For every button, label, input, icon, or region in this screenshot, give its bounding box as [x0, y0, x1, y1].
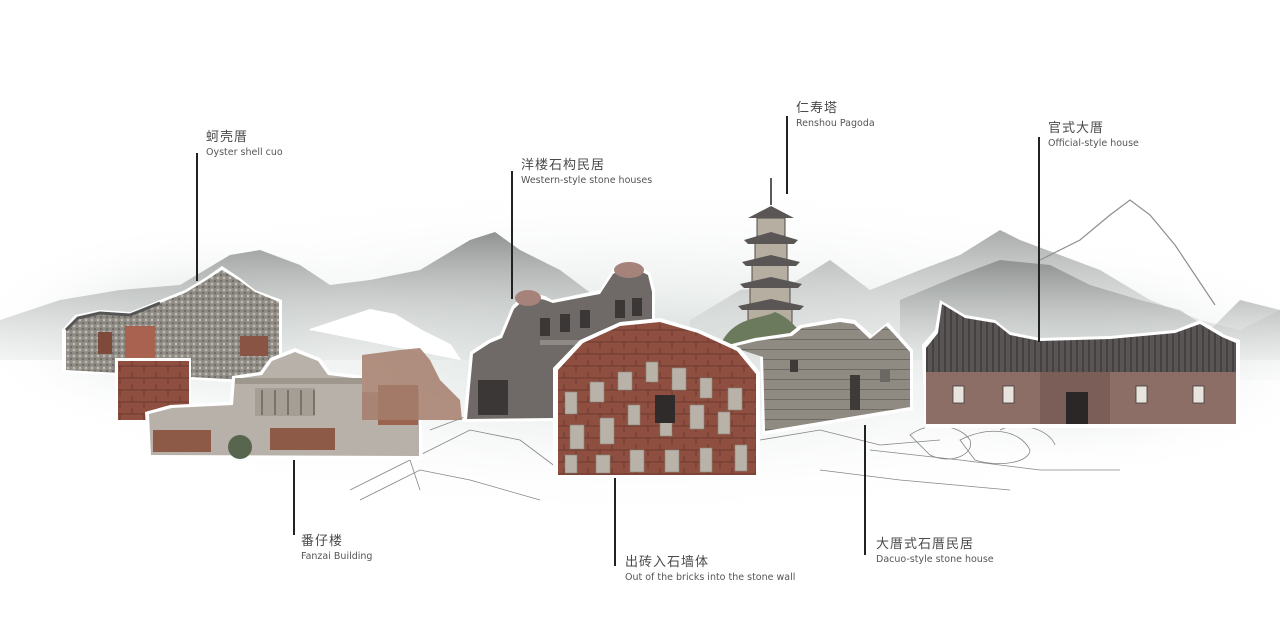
label-fanzai-building: 番仔楼 Fanzai Building: [301, 534, 372, 563]
label-renshou-pagoda: 仁寿塔 Renshou Pagoda: [796, 101, 875, 130]
official-style-house-photo: [922, 300, 1240, 428]
label-brick-stone-wall: 出砖入石墙体 Out of the bricks into the stone …: [625, 555, 795, 584]
label-dacuo-style-stone-house: 大厝式石厝民居 Dacuo-style stone house: [876, 537, 994, 566]
label-en: Official-style house: [1048, 138, 1139, 149]
label-en: Western-style stone houses: [521, 175, 653, 186]
leader-line-oyster: [196, 153, 198, 281]
label-en: Renshou Pagoda: [796, 118, 875, 129]
fanzai-building-photo: [145, 348, 423, 460]
label-en: Dacuo-style stone house: [876, 554, 994, 565]
label-zh: 番仔楼: [301, 534, 344, 549]
label-en: Oyster shell cuo: [206, 147, 283, 158]
label-zh: 出砖入石墙体: [625, 555, 710, 570]
leader-line-dacuo: [864, 425, 866, 555]
label-zh: 仁寿塔: [796, 101, 839, 116]
dacuo-style-stone-house-photo: [728, 318, 913, 435]
label-en: Out of the bricks into the stone wall: [625, 572, 796, 583]
leader-line-pagoda: [786, 116, 788, 194]
label-western-style-stone-houses: 洋楼石构民居 Western-style stone houses: [521, 158, 652, 187]
oyster-shell-house-photo: [62, 266, 282, 385]
label-zh: 蚵壳厝: [206, 130, 249, 145]
label-official-style-house: 官式大厝 Official-style house: [1048, 121, 1139, 150]
leader-line-brickstone: [614, 478, 616, 566]
leader-line-fanzai: [293, 460, 295, 535]
label-oyster-shell-cuo: 蚵壳厝 Oyster shell cuo: [206, 130, 283, 159]
label-zh: 大厝式石厝民居: [876, 537, 975, 552]
label-zh: 洋楼石构民居: [521, 158, 606, 173]
courtyard-house-photo: [362, 348, 462, 420]
leader-line-western: [511, 171, 513, 299]
leader-line-official: [1038, 137, 1040, 342]
label-zh: 官式大厝: [1048, 121, 1105, 136]
brick-stone-wall-photo: [553, 318, 760, 478]
label-en: Fanzai Building: [301, 551, 373, 562]
